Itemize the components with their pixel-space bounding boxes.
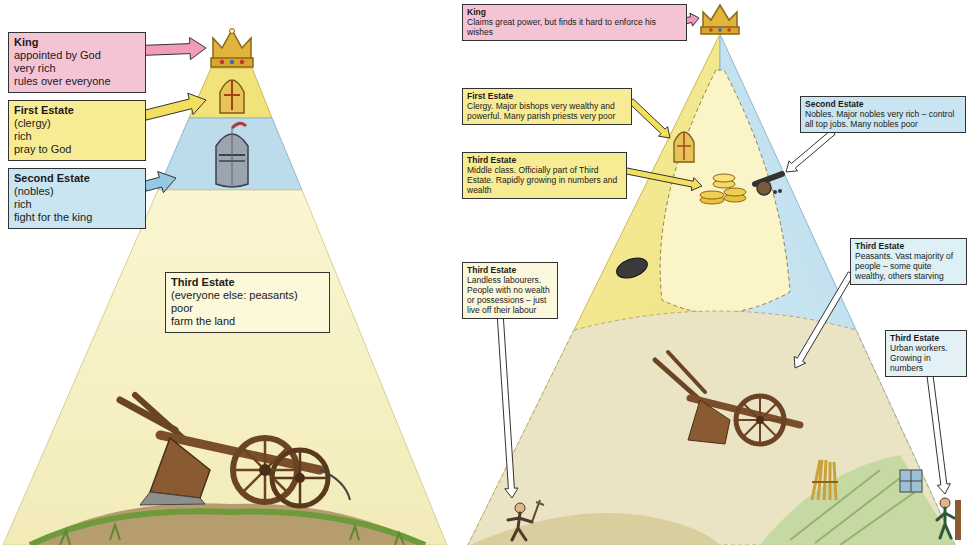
mitre-icon	[674, 132, 694, 162]
mitre-icon	[220, 80, 244, 113]
worker-figure	[900, 470, 961, 540]
estate-description: farm the land	[171, 315, 324, 328]
crown-icon	[701, 5, 739, 34]
plough-illustration	[655, 352, 800, 444]
estate-description: (clergy)	[14, 117, 140, 130]
estate-heading: Third Estate	[890, 333, 962, 343]
estate-description: Urban workers. Growing in numbers	[890, 343, 962, 373]
estate-heading: Third Estate	[855, 241, 962, 251]
pointer-arrow	[144, 172, 176, 193]
estate-description: Landless labourers. People with no wealt…	[467, 275, 553, 315]
pointer-arrow	[685, 13, 699, 26]
helmet-icon	[216, 123, 248, 187]
pointer-arrow	[927, 376, 950, 494]
sheaf-icon	[812, 460, 838, 500]
estate-description: Claims great power, but finds it hard to…	[467, 17, 682, 37]
estate-heading: Third Estate	[467, 265, 553, 275]
estate-description: pray to God	[14, 143, 140, 156]
estate-label: Kingappointed by Godvery richrules over …	[8, 32, 146, 93]
pointer-arrow	[625, 168, 702, 191]
estate-description: Nobles. Major nobles very rich – control…	[805, 109, 961, 129]
estate-heading: Third Estate	[467, 155, 622, 165]
crown-icon	[211, 29, 253, 68]
estate-description: Clergy. Major bishops very wealthy and p…	[467, 101, 627, 121]
estate-description: (nobles)	[14, 185, 140, 198]
estate-description: rich	[14, 130, 140, 143]
pointer-arrow	[145, 38, 206, 60]
estate-description: very rich	[14, 62, 140, 75]
pointer-arrow	[497, 318, 518, 498]
estate-label: Second Estate(nobles)richfight for the k…	[8, 168, 146, 229]
estate-label: Third EstatePeasants. Vast majority of p…	[850, 238, 967, 285]
estate-heading: Second Estate	[14, 172, 140, 185]
estate-label: First EstateClergy. Major bishops very w…	[462, 88, 632, 125]
estate-description: rich	[14, 198, 140, 211]
estate-label: Second EstateNobles. Major nobles very r…	[800, 96, 966, 133]
estate-heading: First Estate	[14, 104, 140, 117]
estate-label: First Estate(clergy)richpray to God	[8, 100, 146, 161]
pointer-arrow	[144, 93, 206, 120]
estate-heading: King	[467, 7, 682, 17]
estate-description: appointed by God	[14, 49, 140, 62]
estate-heading: First Estate	[467, 91, 627, 101]
coins-icon	[700, 174, 746, 204]
estate-label: Third EstateUrban workers. Growing in nu…	[885, 330, 967, 377]
estate-description: Middle class. Officially part of Third E…	[467, 165, 622, 195]
estate-description: Peasants. Vast majority of people – some…	[855, 251, 962, 281]
estate-heading: King	[14, 36, 140, 49]
pointer-arrow	[786, 130, 835, 172]
estate-label: Third EstateMiddle class. Officially par…	[462, 152, 627, 199]
estate-description: (everyone else: peasants)	[171, 289, 324, 302]
estate-heading: Second Estate	[805, 99, 961, 109]
estate-label: Third Estate(everyone else: peasants)poo…	[165, 272, 330, 333]
estate-description: rules over everyone	[14, 75, 140, 88]
pointer-arrow	[794, 272, 853, 368]
estate-description: poor	[171, 302, 324, 315]
plough-illustration	[30, 395, 425, 545]
estate-description: fight for the king	[14, 211, 140, 224]
estate-label: KingClaims great power, but finds it har…	[462, 4, 687, 41]
estate-heading: Third Estate	[171, 276, 324, 289]
labourer-figure	[508, 500, 544, 540]
estate-label: Third EstateLandless labourers. People w…	[462, 262, 558, 319]
cannon-icon	[755, 174, 782, 195]
pointer-arrow	[629, 99, 670, 138]
